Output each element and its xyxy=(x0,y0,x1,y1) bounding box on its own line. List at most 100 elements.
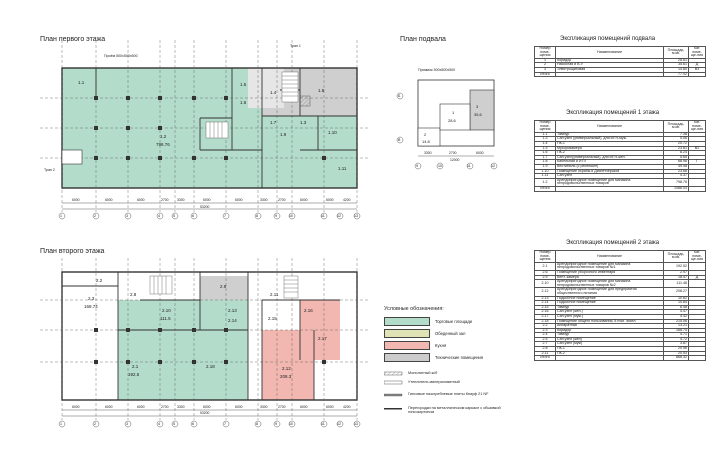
dimension-total: 53200 xyxy=(200,205,210,209)
axis-label: 12 xyxy=(337,214,341,218)
axis-label: 11 xyxy=(321,214,325,218)
svg-text:35.6: 35.6 xyxy=(474,112,483,117)
legend-swatch-dining xyxy=(384,328,430,338)
axis-label: 13 xyxy=(354,422,358,426)
col-area: Площадь, м.кв. xyxy=(663,250,689,263)
table-floor2: Номер поме-щения Наименование Площадь, м… xyxy=(534,250,706,361)
dimension-label: 6000 xyxy=(137,198,145,202)
svg-text:2.13: 2.13 xyxy=(228,308,237,313)
legend-label: Торговые площади xyxy=(435,318,473,324)
svg-text:1.3: 1.3 xyxy=(300,120,307,125)
svg-text:2.17: 2.17 xyxy=(318,336,327,341)
svg-text:111.5: 111.5 xyxy=(160,316,171,321)
axis-label: 11 xyxy=(321,422,325,426)
svg-text:2.8: 2.8 xyxy=(130,292,137,297)
dimension-label: 2700 xyxy=(449,151,457,155)
room-1-2-area: 798.76 xyxy=(156,142,170,147)
svg-text:1.6: 1.6 xyxy=(240,100,247,105)
axis-label: 10 xyxy=(289,214,293,218)
dimension-label: 6000 xyxy=(203,198,211,202)
legend-item-retail: Торговые площади xyxy=(384,316,472,326)
dimension-label: 6000 xyxy=(300,198,308,202)
linetype-label: Перегородки на металлическом каркасе с о… xyxy=(408,406,501,414)
axis-label: 6 xyxy=(192,214,194,218)
axis-label: 9 xyxy=(275,422,277,426)
svg-text:2.18: 2.18 xyxy=(206,364,215,369)
svg-text:2: 2 xyxy=(424,132,427,137)
col-name: Наименование xyxy=(555,120,664,133)
svg-text:192.5: 192.5 xyxy=(128,372,140,377)
linetype-label: Утеплитель минераловатный xyxy=(408,380,460,384)
linetype-label: Монолитный ж/б xyxy=(408,371,438,375)
svg-text:28.6: 28.6 xyxy=(448,118,457,123)
col-num: Номер поме-щения xyxy=(534,250,556,263)
dimension-total: 12000 xyxy=(450,158,460,162)
dimension-label: 4200 xyxy=(343,405,351,409)
axis-label: 4 xyxy=(158,214,160,218)
dimension-label: 6000 xyxy=(326,405,334,409)
axis-label: 7 xyxy=(224,214,226,218)
axis-label: 1 xyxy=(60,422,62,426)
dimension-label: 3300 xyxy=(260,405,268,409)
legend-label: Обеденный зал xyxy=(435,330,466,336)
table-floor1: Номер поме-щения Наименование Площадь, м… xyxy=(534,120,706,192)
dimension-label: 2700 xyxy=(278,198,286,202)
axis-label: 4 xyxy=(158,422,160,426)
linetype-legend: Монолитный ж/б Утеплитель минераловатный… xyxy=(384,370,524,430)
svg-text:1.10: 1.10 xyxy=(328,130,337,135)
axis-label: 5 xyxy=(173,214,175,218)
svg-text:2.12: 2.12 xyxy=(282,366,291,371)
legend-swatch-kitchen xyxy=(384,340,430,350)
svg-text:3: 3 xyxy=(476,104,479,109)
svg-text:2.15: 2.15 xyxy=(268,316,277,321)
legend-title: Условные обозначения: xyxy=(384,306,444,312)
svg-text:1: 1 xyxy=(452,110,455,115)
dimension-label: 3300 xyxy=(177,198,185,202)
svg-text:2.14: 2.14 xyxy=(228,318,237,323)
dimension-label: 6000 xyxy=(235,405,243,409)
dimension-label: 3300 xyxy=(177,405,185,409)
legend-item-dining: Обеденный зал xyxy=(384,328,465,338)
axis-label: 7 xyxy=(224,422,226,426)
svg-text:1.11: 1.11 xyxy=(338,166,347,171)
plan-basement: 3 35.6 1 28.6 2 14.8 xyxy=(396,79,498,170)
col-area: Площадь, м.кв. xyxy=(663,46,689,59)
svg-text:2.16: 2.16 xyxy=(304,308,313,313)
legend-item-kitchen: Кухня xyxy=(384,340,446,350)
svg-text:168.74: 168.74 xyxy=(84,304,98,309)
plan-second-floor-title: План второго этажа xyxy=(40,248,105,255)
svg-text:14.8: 14.8 xyxy=(422,139,431,144)
note-label: Приямок 500х500х500 xyxy=(418,68,456,72)
col-cat: Кат. поме-ще-ния xyxy=(688,46,706,59)
dimension-label: 6000 xyxy=(137,405,145,409)
col-num: Номер поме-щения xyxy=(534,46,556,59)
axis-label: 6 xyxy=(192,422,194,426)
legend: Условные обозначения: Торговые площади О… xyxy=(384,306,524,426)
axis-label: 1 xyxy=(60,214,62,218)
dimension-label: 6000 xyxy=(476,151,484,155)
dimension-label: 3300 xyxy=(260,198,268,202)
dimension-label: 6000 xyxy=(203,405,211,409)
legend-label: Кухня xyxy=(435,342,447,348)
note-label: Трап 2 xyxy=(44,168,55,172)
dimension-label: 6000 xyxy=(72,405,80,409)
axis-label: 8 xyxy=(256,214,258,218)
svg-text:1.8: 1.8 xyxy=(318,88,325,93)
svg-text:1.1: 1.1 xyxy=(78,80,85,85)
dimension-label: 4200 xyxy=(343,198,351,202)
dimension-label: 6000 xyxy=(105,198,113,202)
dimension-label: 6000 xyxy=(326,198,334,202)
col-cat: Кат. поме-ще-ния xyxy=(688,250,706,263)
axis-label: 3 xyxy=(126,214,128,218)
axis-label: 10 xyxy=(438,164,442,168)
axis-label: В xyxy=(398,138,401,142)
table-basement-title: Экспликация помещений подвала xyxy=(560,36,656,42)
dimension-label: 6000 xyxy=(235,198,243,202)
table-floor1-title: Экспликация помещений 1 этажа xyxy=(566,110,660,116)
